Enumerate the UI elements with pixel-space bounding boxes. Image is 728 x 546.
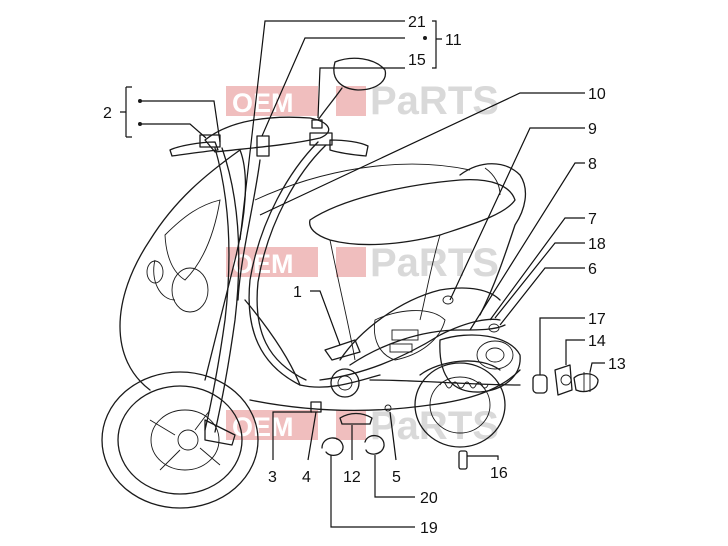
callout-15: 15 [408,52,426,69]
callout-16: 16 [490,465,508,482]
watermark-brand-left: OEM [232,88,294,118]
callout-6: 6 [588,261,597,278]
watermark-bottom: OEM BIKE PaRTS [226,404,499,448]
callout-8: 8 [588,156,597,173]
callout-5: 5 [392,469,401,486]
callout-14: 14 [588,333,606,350]
callout-labels: 21 11 15 2 10 9 8 7 18 6 17 14 13 1 3 4 … [103,14,626,537]
callout-9: 9 [588,121,597,138]
watermark-brand-right: PaRTS [370,241,499,285]
watermark-brand-small: BIKE [322,251,332,273]
callout-20: 20 [420,490,438,507]
cables [204,141,521,433]
callout-4: 4 [302,469,311,486]
callout-7: 7 [588,211,597,228]
components [256,119,599,470]
watermark-brand-right: PaRTS [370,79,499,123]
callout-3: 3 [268,469,277,486]
watermark-brand-left: OEM [232,412,294,442]
callout-10: 10 [588,86,606,103]
watermark-brand-small: BIKE [322,414,332,436]
callout-2: 2 [103,105,112,122]
callout-11: 11 [445,32,462,49]
handlebar-grips [169,132,369,157]
watermark-middle: OEM BIKE PaRTS [226,241,499,285]
callout-18: 18 [588,236,606,253]
callout-19: 19 [420,520,438,537]
front-wheel [101,371,259,509]
callout-17: 17 [588,311,606,328]
mirror [317,57,387,121]
watermark-brand-small: BIKE [322,90,332,112]
callout-13: 13 [608,356,626,373]
leader-lines [120,20,605,528]
callout-12: 12 [343,469,361,486]
engine-unit [439,334,521,393]
rear-wheel [414,360,506,448]
callout-1: 1 [293,284,302,301]
callout-21: 21 [408,14,426,31]
watermark-top: OEM BIKE PaRTS [226,79,499,123]
